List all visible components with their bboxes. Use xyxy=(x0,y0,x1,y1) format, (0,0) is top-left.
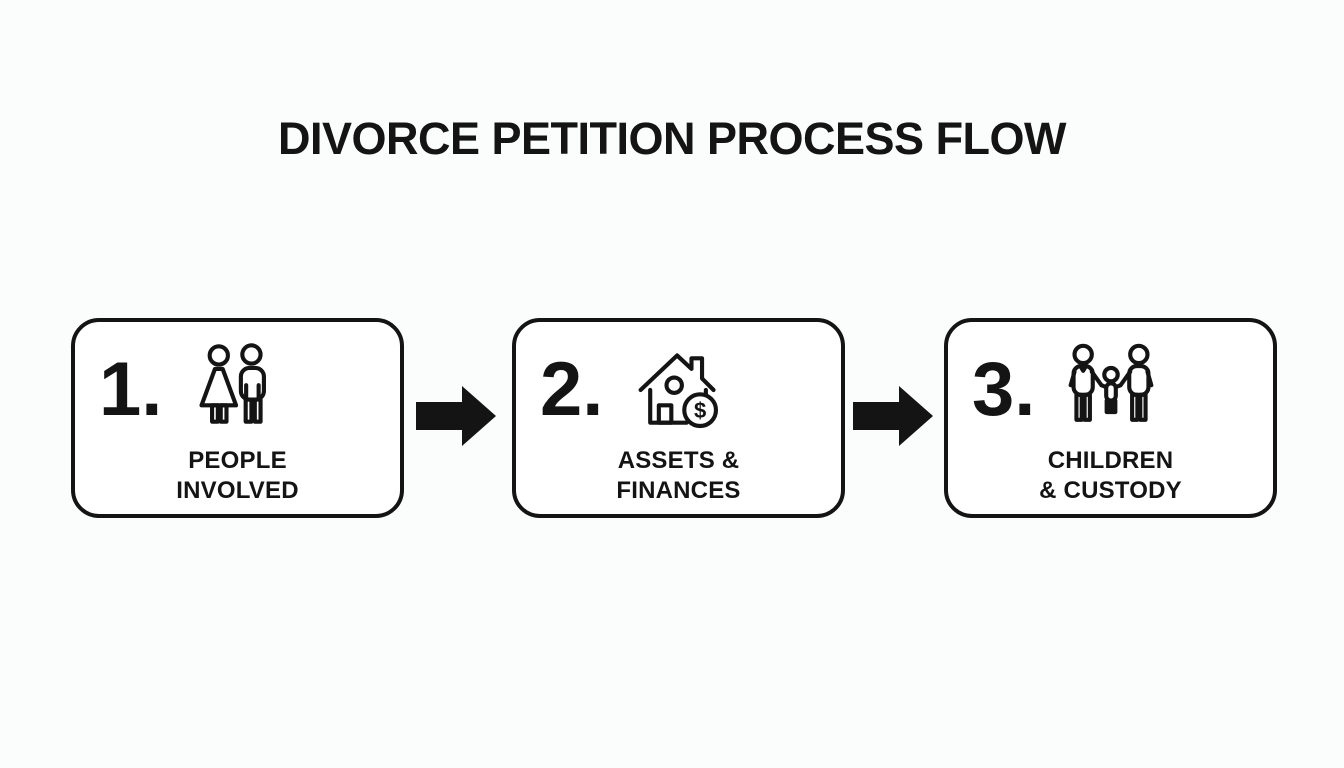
step-label: ASSETS & FINANCES xyxy=(516,446,841,506)
step-label-line1: CHILDREN xyxy=(1047,447,1174,474)
step-label: CHILDREN & CUSTODY xyxy=(948,446,1273,506)
arrow-right-icon xyxy=(853,384,935,448)
family-with-child-icon xyxy=(1063,342,1159,438)
step-label-line2: & CUSTODY xyxy=(1039,477,1182,504)
step-box-assets-finances: 2. $ ASSETS & FINANCES xyxy=(512,318,845,518)
step-number: 2. xyxy=(540,347,604,432)
step-box-people-involved: 1. PEOPLE INVOLVED xyxy=(71,318,404,518)
step-label: PEOPLE INVOLVED xyxy=(75,446,400,506)
step-box-children-custody: 3. xyxy=(944,318,1277,518)
step-label-line2: FINANCES xyxy=(616,477,741,504)
step-number: 1. xyxy=(99,347,163,432)
house-dollar-coin-icon: $ xyxy=(631,342,727,438)
step-label-line1: PEOPLE xyxy=(188,447,287,474)
step-label-line2: INVOLVED xyxy=(176,477,299,504)
dollar-sign: $ xyxy=(693,398,705,423)
step-label-line1: ASSETS & xyxy=(617,447,740,474)
couple-icon xyxy=(190,342,286,438)
page-title: DIVORCE PETITION PROCESS FLOW xyxy=(277,113,1067,164)
step-number: 3. xyxy=(972,347,1036,432)
arrow-right-icon xyxy=(416,384,498,448)
